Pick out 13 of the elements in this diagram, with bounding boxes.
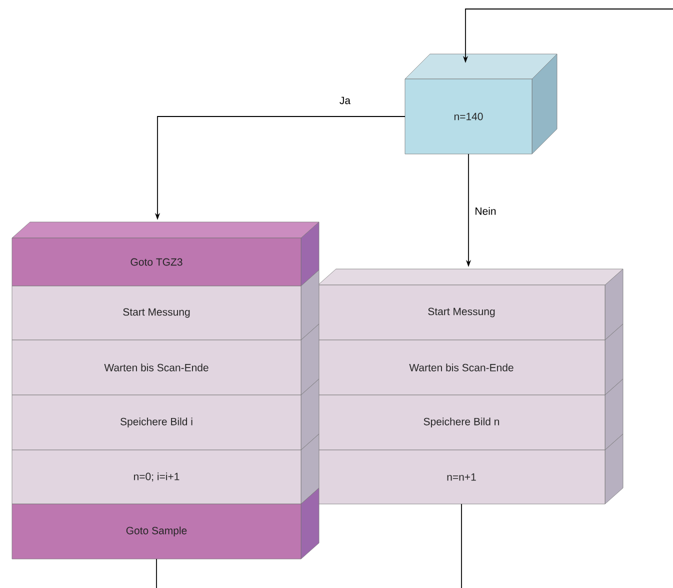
process-box: Goto TGZ3 (12, 222, 320, 286)
process-box: n=0; i=i+1 (12, 434, 320, 504)
process-box: Speichere Bild i (12, 378, 320, 450)
edge-label: Nein (473, 206, 498, 216)
cube: n=140 (404, 54, 558, 154)
process-box: Warten bis Scan-Ende (12, 324, 320, 396)
process-box: Goto Sample (12, 488, 320, 560)
process-box: n=n+1 (318, 434, 624, 504)
process-box: Start Messung (318, 268, 624, 340)
process-box: Warten bis Scan-Ende (318, 324, 624, 396)
edge-label: Ja (338, 95, 352, 106)
process-box: Start Messung (12, 270, 320, 340)
process-box: Speichere Bild n (318, 378, 624, 450)
